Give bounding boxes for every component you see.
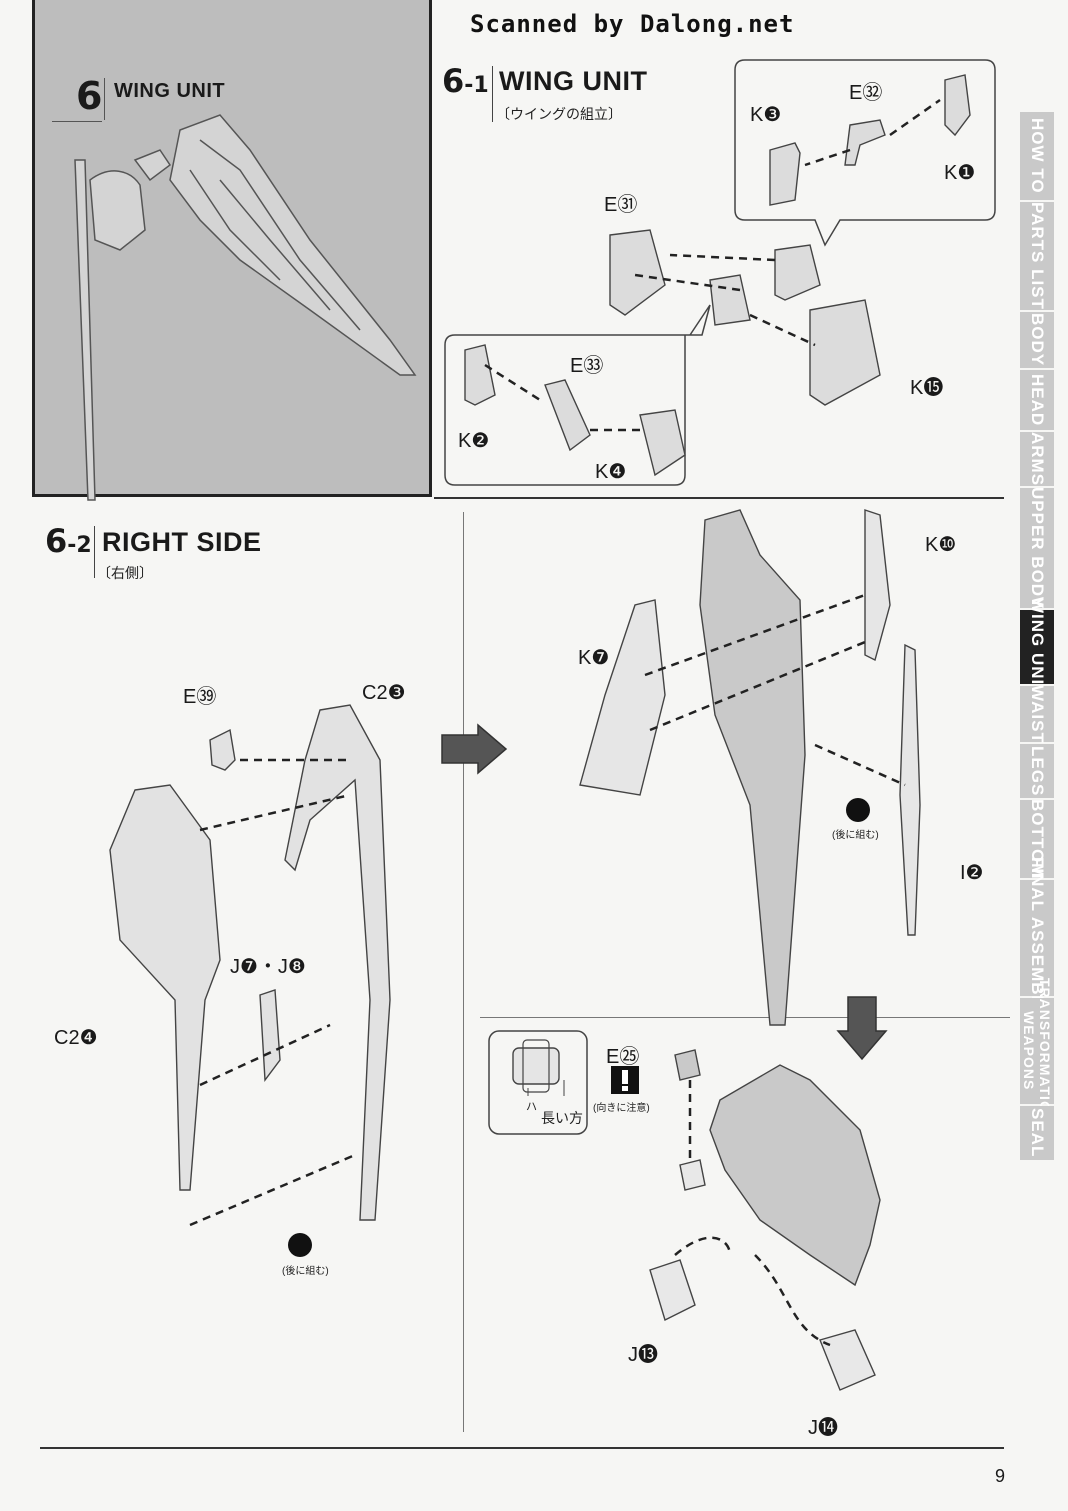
label-k7: K❼ — [578, 647, 610, 669]
label-k10: K❿ — [925, 534, 957, 556]
note-later-assembly-left: (後に組む) — [282, 1266, 329, 1277]
label-e39: E㊴ — [183, 686, 217, 708]
step-6-1-number: 6-1 — [442, 62, 489, 100]
tab-wing-unit[interactable]: WING UNIT — [1020, 597, 1054, 697]
step-6-1-subtitle: 〔ウイングの組立〕 — [496, 106, 622, 122]
later-assembly-icon-left — [288, 1233, 312, 1257]
tab-parts-list[interactable]: PARTS LIST — [1020, 202, 1054, 310]
tab-legs[interactable]: LEGS — [1020, 744, 1054, 798]
label-k2: K❷ — [458, 430, 490, 452]
section-6-number-divider — [104, 78, 105, 120]
wing-unit-overview-illustration — [74, 114, 417, 501]
tab-upper-body[interactable]: UPPER BODY — [1020, 487, 1054, 609]
label-i2: I❷ — [960, 862, 984, 884]
step-6-2-number: 6-2 — [45, 522, 92, 560]
section-6-title: WING UNIT — [114, 80, 226, 102]
step-6-2-diagram — [109, 704, 391, 1257]
label-long-side-ha: ハ — [526, 1101, 537, 1113]
label-long-side: 長い方 — [541, 1110, 583, 1126]
divider-6-1-bottom — [434, 497, 1004, 499]
step-6-2-subtitle: 〔右側〕 — [97, 565, 153, 581]
arrow-right-icon — [441, 723, 508, 775]
scan-credit: Scanned by Dalong.net — [470, 10, 795, 38]
long-side-detail-box — [488, 1030, 588, 1135]
note-mind-orientation: (向きに注意) — [593, 1103, 650, 1114]
step-6-2-title: RIGHT SIDE — [102, 527, 262, 557]
tab-body[interactable]: BODY — [1020, 312, 1054, 368]
divider-right-panel — [480, 1017, 1010, 1018]
label-j13: J⓭ — [628, 1344, 658, 1366]
section-6-number-underline — [52, 121, 102, 122]
arrow-down-icon — [836, 996, 888, 1061]
tab-how-to[interactable]: HOW TO — [1020, 112, 1054, 200]
label-j14: J⓮ — [808, 1417, 838, 1439]
label-c2-3: C2❸ — [362, 682, 406, 704]
caution-icon — [611, 1066, 639, 1094]
note-later-assembly-right: (後に組む) — [832, 830, 879, 841]
step-6-1-divider — [492, 66, 493, 122]
label-c2-4: C2❹ — [54, 1027, 98, 1049]
tab-head[interactable]: HEAD — [1020, 370, 1054, 430]
tab-waist[interactable]: WAIST — [1020, 685, 1054, 743]
label-e25: E㉕ — [606, 1046, 640, 1068]
tab-bottom[interactable]: BOTTOM — [1020, 799, 1054, 879]
tab-arms[interactable]: ARMS — [1020, 432, 1054, 486]
section-6-number: 6 — [76, 74, 103, 118]
tab-weapons[interactable]: WEAPONS — [1021, 1011, 1037, 1091]
step-6-1-diagram — [444, 59, 996, 486]
label-k15: K⓯ — [910, 377, 944, 399]
label-k4: K❹ — [595, 461, 627, 483]
label-e31: E㉛ — [604, 194, 638, 216]
step-6-1-title: WING UNIT — [499, 66, 648, 96]
tab-final-assemble[interactable]: FINAL ASSEMBLE — [1020, 857, 1054, 1019]
divider-page-bottom — [40, 1447, 1004, 1449]
label-j7-j8: J❼・J❽ — [230, 956, 306, 978]
label-e32: E㉜ — [849, 82, 883, 104]
label-e33: E㉝ — [570, 355, 604, 377]
lower-wing-assembly-diagram — [649, 1049, 881, 1391]
divider-6-2-vertical — [463, 512, 464, 1432]
label-k1: K❶ — [944, 162, 976, 184]
step-6-2-divider — [94, 526, 95, 578]
tab-seal[interactable]: SEAL — [1020, 1106, 1054, 1160]
label-k3: K❸ — [750, 104, 782, 126]
right-side-assembly-diagram — [579, 509, 921, 1026]
page-number: 9 — [995, 1466, 1006, 1486]
